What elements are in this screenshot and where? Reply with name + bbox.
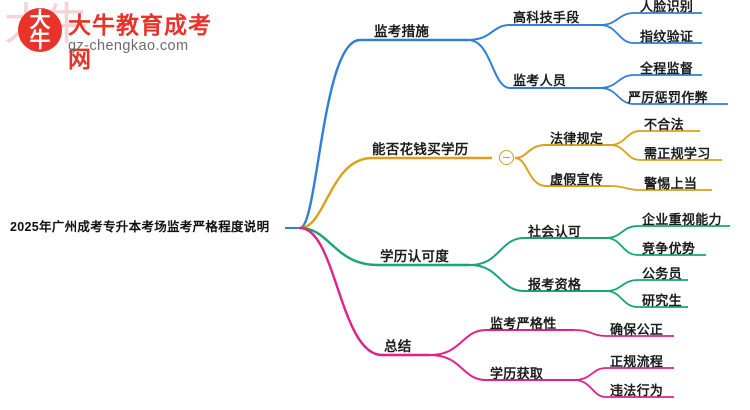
node-shehui-renke[interactable]: 社会认可 xyxy=(528,224,582,239)
connector-root-b4 xyxy=(299,226,383,357)
branch-node-jiankao-cuoshi[interactable]: 监考措施 xyxy=(374,24,430,39)
connector-b1-c2-g2 xyxy=(599,87,635,105)
bull-logo-glyph: 大 牛 xyxy=(29,8,51,52)
connector-b2-c1-g2 xyxy=(609,144,641,161)
site-logo[interactable]: 大牛 大 牛 大牛教育成考网 gz-chengkao.com xyxy=(0,0,214,73)
connector-root-b3 xyxy=(299,226,379,267)
connector-b2-c2-g1 xyxy=(609,185,641,191)
connector-b4-c1-g1 xyxy=(573,329,607,337)
node-jingti-shangdang[interactable]: 警惕上当 xyxy=(644,176,698,191)
connector-b4-c2-g2 xyxy=(573,379,607,398)
collapse-toggle-icon[interactable] xyxy=(499,150,514,165)
node-xueli-huoqu[interactable]: 学历获取 xyxy=(490,366,544,381)
node-quancheng-jiandu[interactable]: 全程监督 xyxy=(640,61,694,76)
logo-subtitle: gz-chengkao.com xyxy=(68,38,189,54)
node-zhiwen-yanzheng[interactable]: 指纹验证 xyxy=(640,29,694,44)
node-xujia-xuanchuan[interactable]: 虚假宣传 xyxy=(550,172,604,187)
node-gongwuyuan[interactable]: 公务员 xyxy=(642,266,682,281)
node-yanjiusheng[interactable]: 研究生 xyxy=(642,293,682,308)
connector-b2-c1-g1 xyxy=(609,130,641,146)
node-gaokeji-shouduan[interactable]: 高科技手段 xyxy=(513,10,580,25)
branch-node-xueli-renkedu[interactable]: 学历认可度 xyxy=(380,249,449,264)
connector-root-b2 xyxy=(299,156,373,230)
connector-b1-c1-g2 xyxy=(599,24,635,44)
node-renlian-shibie[interactable]: 人脸识别 xyxy=(640,0,694,14)
node-buhefa[interactable]: 不合法 xyxy=(644,117,684,132)
node-qiye-zhongshi-nengli[interactable]: 企业重视能力 xyxy=(642,212,722,227)
node-yanli-chengfa-zuobi[interactable]: 严厉惩罚作弊 xyxy=(628,90,708,105)
bull-logo-icon: 大 牛 xyxy=(18,8,62,52)
connector-b2-c1 xyxy=(514,144,547,159)
connector-b3-c1-g1 xyxy=(605,225,639,239)
node-jingzheng-youshi[interactable]: 竞争优势 xyxy=(642,241,696,256)
connector-b1-c1-g1 xyxy=(599,12,635,26)
node-baokao-zige[interactable]: 报考资格 xyxy=(528,277,582,292)
connector-b3-c1-g2 xyxy=(605,237,639,256)
connector-b4-c2-g1 xyxy=(573,367,607,381)
connector-b1-c2 xyxy=(467,39,511,89)
node-xu-zhenggui-xuexi[interactable]: 需正规学习 xyxy=(644,146,711,161)
connector-b3-c2-g1 xyxy=(605,279,639,292)
logo-title: 大牛教育成考网 xyxy=(68,12,212,72)
connector-b1-c2-g1 xyxy=(599,74,635,89)
node-jiankao-yangexing[interactable]: 监考严格性 xyxy=(490,316,557,331)
connector-b2-c2 xyxy=(514,157,547,187)
connector-b3-c2-g2 xyxy=(605,290,639,308)
connector-root-b1 xyxy=(299,38,361,230)
connector-b4-c2 xyxy=(429,354,487,381)
node-zhenggui-liucheng[interactable]: 正规流程 xyxy=(610,354,664,369)
branch-node-zongjie[interactable]: 总结 xyxy=(384,339,412,354)
mindmap-root-node[interactable]: 2025年广州成考专升本考场监考严格程度说明 xyxy=(10,220,270,234)
node-weifa-xingwei[interactable]: 违法行为 xyxy=(610,383,664,398)
connector-b3-c2 xyxy=(469,264,525,292)
connector-b1-c1 xyxy=(467,24,511,41)
node-quebao-gongzheng[interactable]: 确保公正 xyxy=(610,322,664,337)
node-falv-guiding[interactable]: 法律规定 xyxy=(550,131,604,146)
connector-b3-c1 xyxy=(469,237,525,266)
branch-node-nengfou-huaqian-mai-xueli[interactable]: 能否花钱买学历 xyxy=(372,142,469,157)
connector-b4-c1 xyxy=(429,329,487,356)
node-jiankao-renyuan[interactable]: 监考人员 xyxy=(513,73,567,88)
